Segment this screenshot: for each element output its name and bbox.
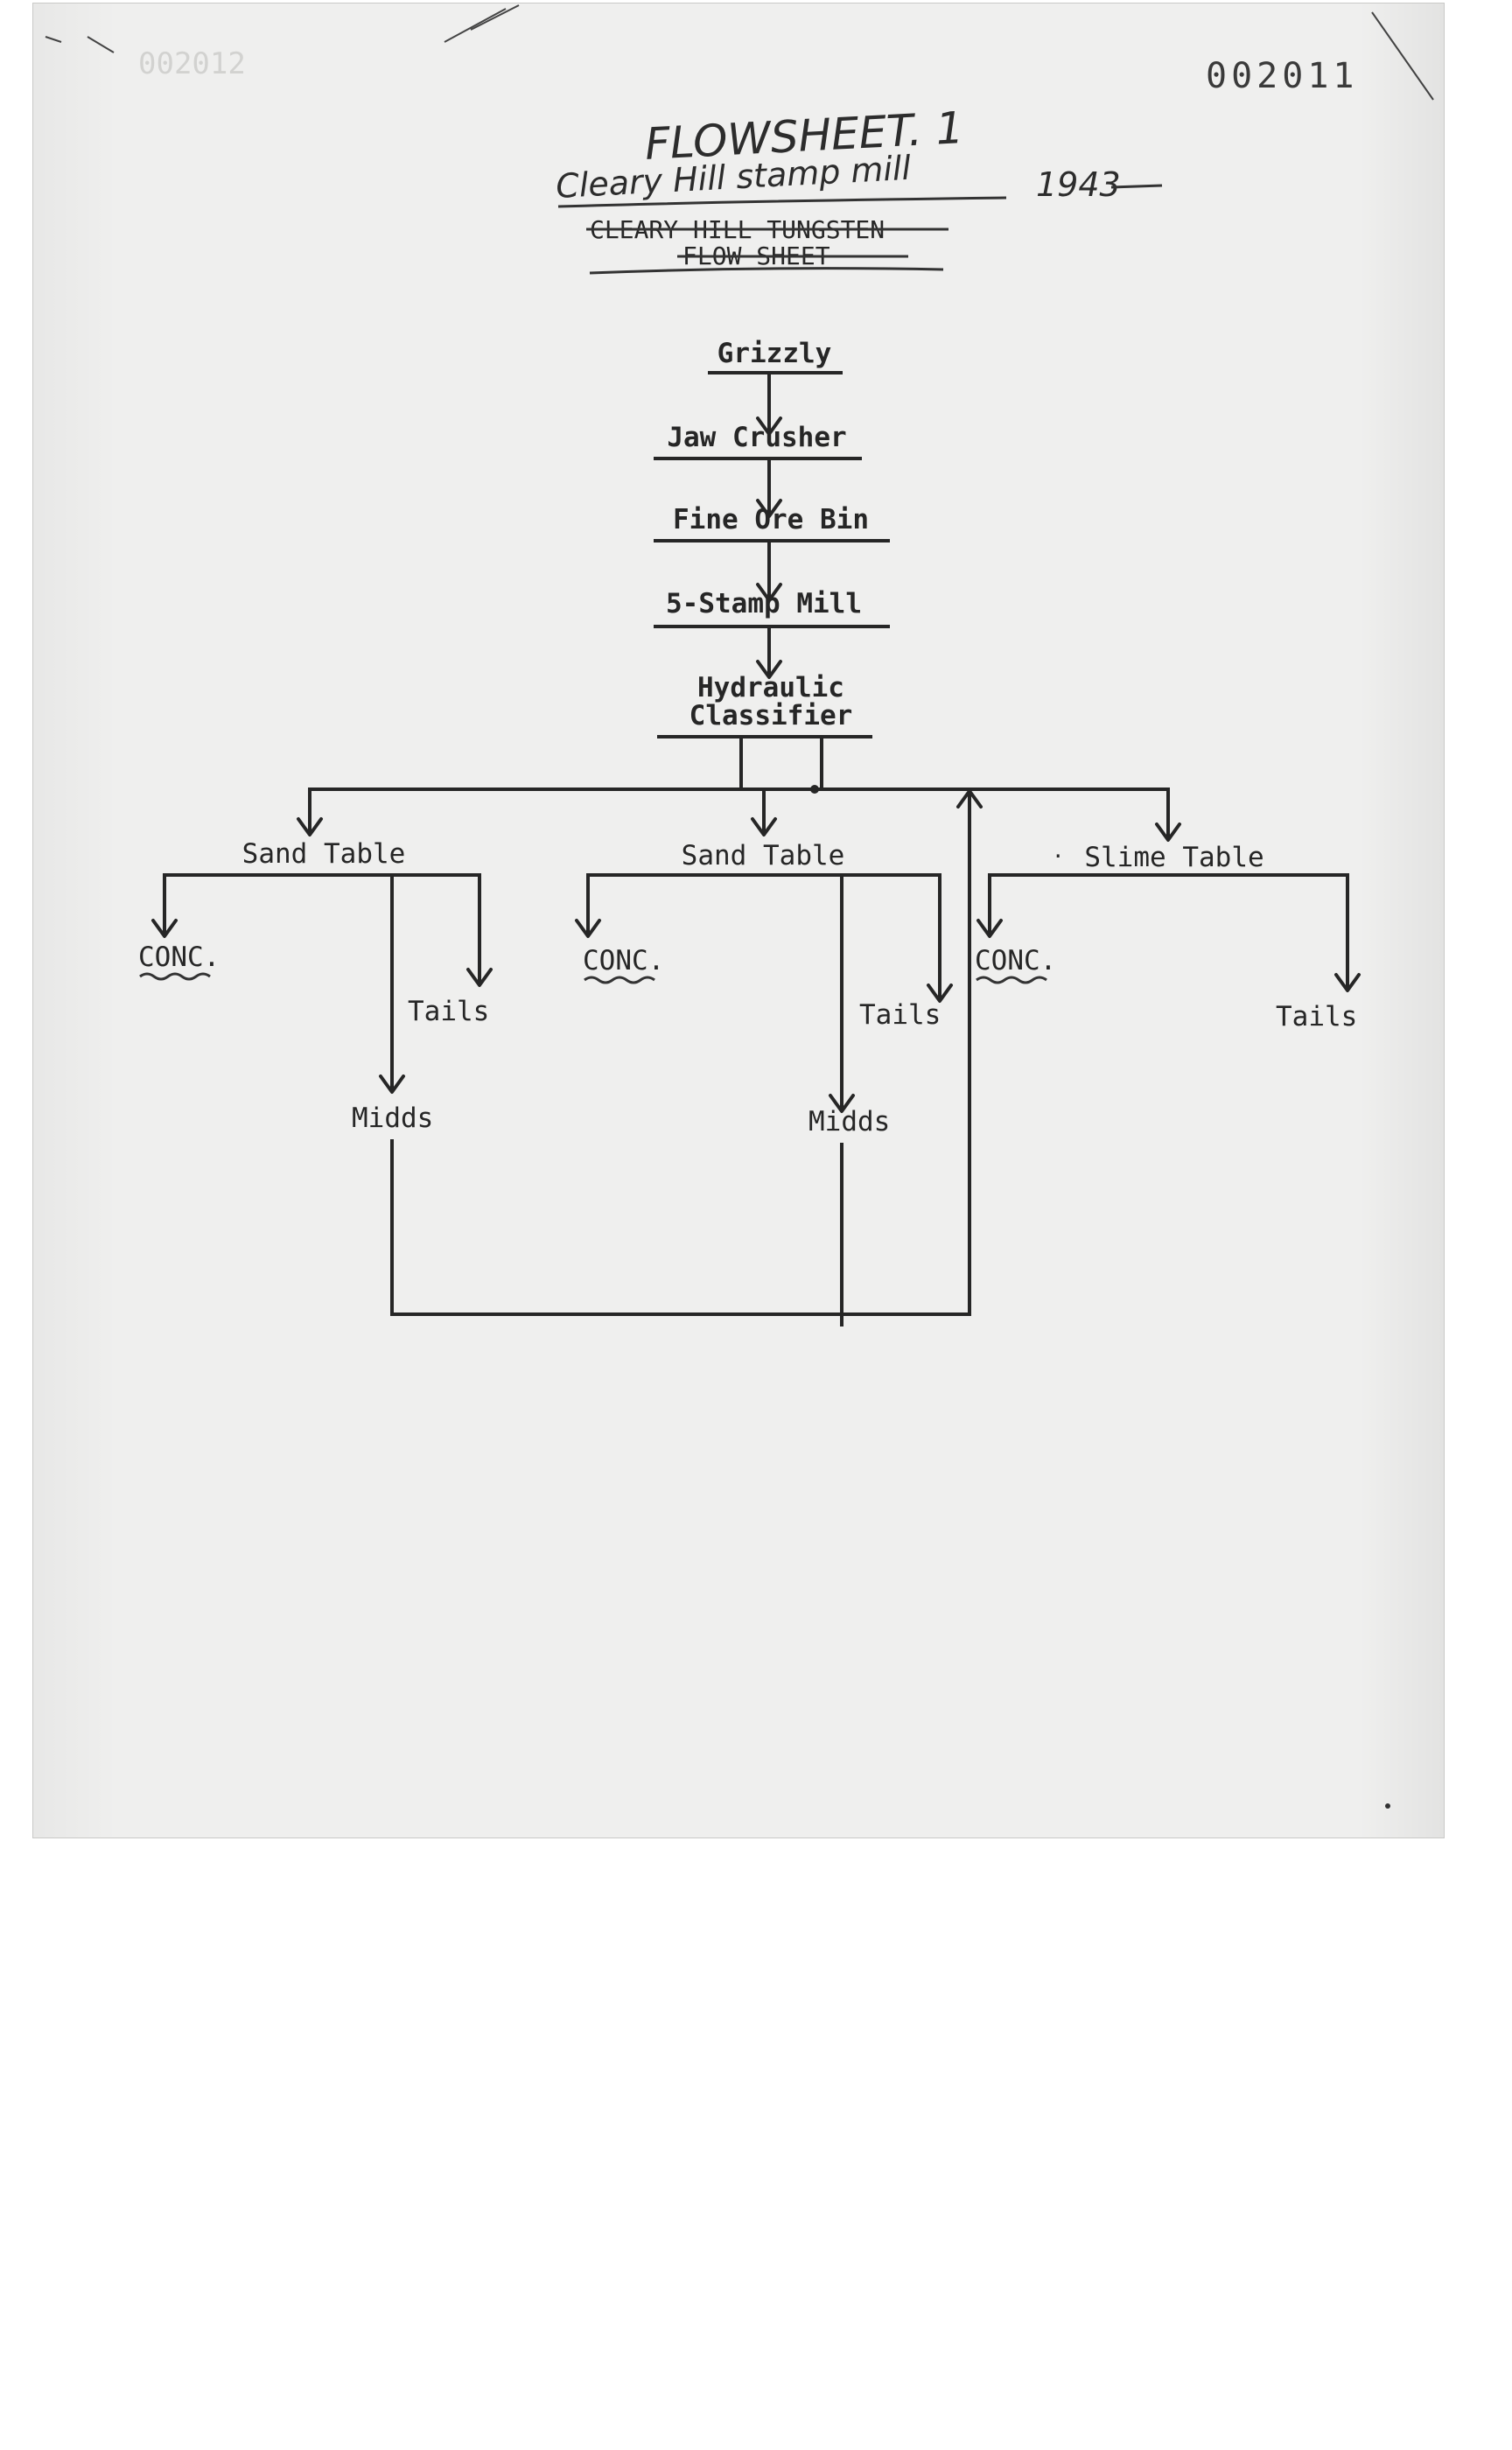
node-classifier-line1: Hydraulic	[697, 672, 844, 704]
arrow-head	[466, 968, 493, 987]
node-stamp-mill: 5-Stamp Mill	[666, 588, 862, 620]
title-mill: Cleary Hill stamp mill	[555, 149, 912, 206]
flowsheet-diagram: 002012 002011 FLOWSHEET. 1 Cleary Hill s…	[45, 4, 1434, 1809]
bleed-page-number: 002012	[138, 46, 246, 81]
node-jaw-crusher: Jaw Crusher	[667, 422, 846, 453]
node-conc-1: CONC.	[138, 942, 220, 973]
arrow-head	[1155, 822, 1181, 842]
wavy-underline	[584, 976, 655, 984]
node-midds-1: Midds	[352, 1102, 433, 1134]
arrow-head	[756, 660, 782, 679]
document-page: 002012 002011 FLOWSHEET. 1 Cleary Hill s…	[33, 4, 1444, 1838]
node-classifier-line2: Classifier	[690, 700, 853, 732]
arrow-head	[976, 919, 1003, 938]
wavy-underline	[976, 976, 1047, 984]
page-fold-edge	[1371, 11, 1434, 101]
node-tails-2: Tails	[859, 999, 941, 1031]
arrow-head	[751, 817, 777, 836]
node-grizzly: Grizzly	[718, 338, 832, 369]
scan-scratch	[45, 36, 115, 53]
year-dash	[1110, 184, 1163, 189]
node-slime-table: Slime Table	[1084, 842, 1264, 873]
node-midds-2: Midds	[808, 1106, 890, 1138]
title-underline	[589, 267, 944, 275]
arrow-head	[756, 416, 782, 436]
node-conc-2: CONC.	[583, 945, 664, 976]
arrow-head	[956, 789, 983, 808]
scan-scratch-top	[444, 4, 520, 43]
node-conc-3: CONC.	[975, 945, 1056, 976]
stray-mark	[1385, 1803, 1390, 1809]
title-year: 1943	[1036, 165, 1121, 204]
title-underline	[557, 196, 1007, 208]
page-number: 002011	[1206, 56, 1359, 96]
arrow-head	[1334, 973, 1361, 992]
arrow-head	[575, 919, 601, 938]
node-tails-1: Tails	[408, 996, 489, 1027]
stray-dot: .	[1052, 838, 1064, 863]
arrow-head	[756, 499, 782, 518]
node-sand-table-2: Sand Table	[682, 840, 845, 872]
node-fine-ore-bin: Fine Ore Bin	[673, 504, 869, 536]
arrow-head	[829, 1094, 855, 1113]
arrow-head	[927, 984, 953, 1003]
wavy-underline	[139, 972, 211, 981]
arrow-head	[379, 1074, 405, 1094]
node-tails-3: Tails	[1276, 1001, 1357, 1032]
arrow-head	[297, 817, 323, 836]
node-sand-table-1: Sand Table	[242, 838, 406, 870]
arrow-head	[151, 919, 178, 938]
arrow-head	[756, 583, 782, 602]
